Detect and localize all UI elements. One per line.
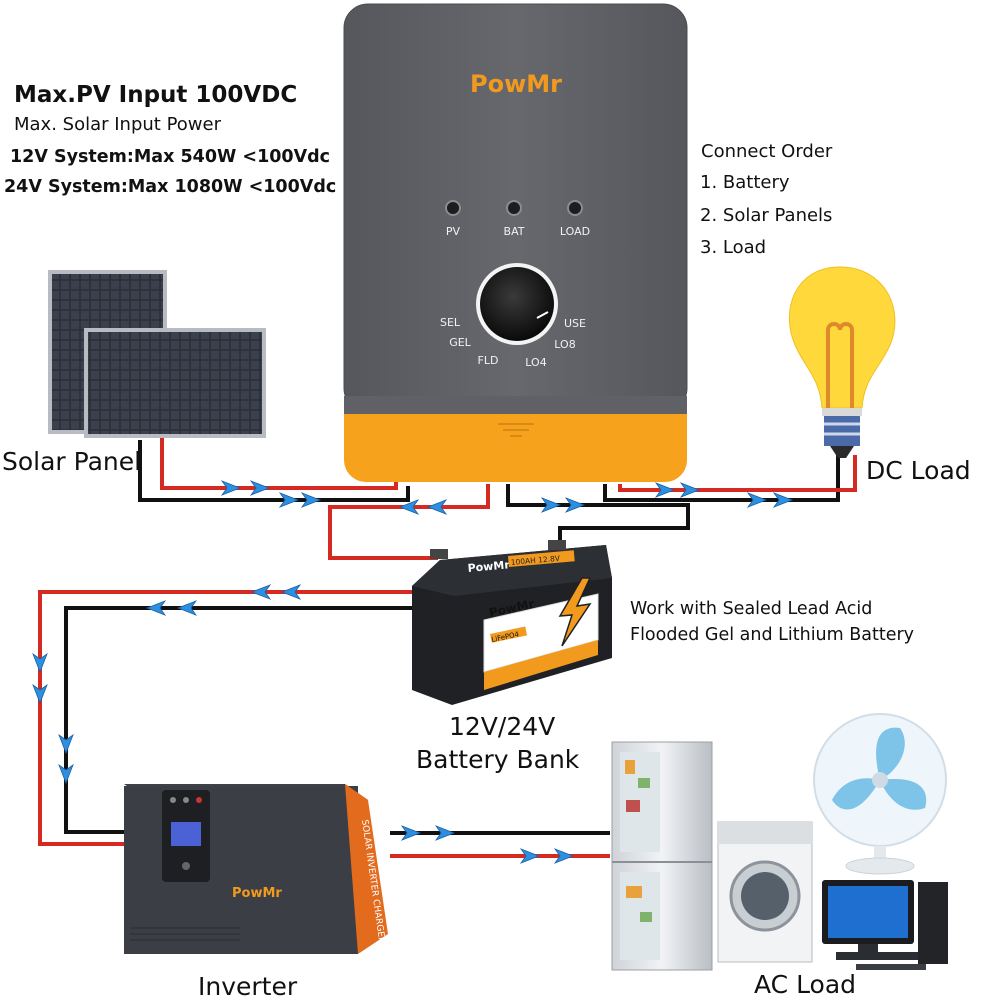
spec-12v-line: 12V System:Max 540W <100Vdc bbox=[10, 147, 331, 167]
arrow-right bbox=[300, 492, 322, 508]
inverter-brand: PowMr bbox=[232, 886, 282, 901]
wire-dc-red bbox=[618, 455, 857, 492]
computer-icon bbox=[822, 880, 948, 970]
wire-solar-red bbox=[160, 436, 398, 490]
inverter-button-icon bbox=[183, 797, 189, 803]
battery-note-line-1: Work with Sealed Lead Acid bbox=[630, 599, 873, 619]
arrow-right bbox=[564, 497, 586, 513]
battery-top-rating: 100AH 12.8V bbox=[510, 554, 561, 567]
pv-led-icon bbox=[445, 200, 461, 216]
pv-indicator-label: PV bbox=[446, 225, 461, 238]
arrow-left bbox=[250, 584, 272, 600]
vent-mark-icon bbox=[498, 423, 534, 437]
fan-icon bbox=[813, 713, 947, 875]
arrow-right bbox=[400, 825, 422, 841]
connect-order-heading: Connect Order bbox=[701, 141, 833, 162]
arrow-right bbox=[249, 480, 271, 496]
connect-order-step-3: 3. Load bbox=[700, 237, 767, 258]
bat-indicator-label: BAT bbox=[504, 225, 525, 238]
connect-order-step-2: 2. Solar Panels bbox=[700, 205, 833, 226]
arrow-right bbox=[553, 848, 575, 864]
solar-panel-label: Solar Panel bbox=[2, 447, 142, 476]
arrow-left bbox=[145, 600, 167, 616]
inverter-button-icon bbox=[196, 797, 202, 803]
solar-panel-front bbox=[84, 328, 266, 438]
arrow-right bbox=[540, 497, 562, 513]
arrow-right bbox=[519, 848, 541, 864]
battery-top-brand: PowMr bbox=[467, 558, 511, 575]
light-bulb-icon bbox=[788, 266, 896, 458]
arrow-down bbox=[32, 683, 48, 705]
ac-load-appliances bbox=[611, 713, 948, 971]
controller-brand: PowMr bbox=[470, 70, 562, 98]
battery-note-line-2: Flooded Gel and Lithium Battery bbox=[630, 625, 915, 645]
knob-label-sel: SEL bbox=[440, 316, 461, 329]
knob-label-gel: GEL bbox=[449, 336, 471, 349]
load-led-icon bbox=[567, 200, 583, 216]
spec-title: Max.PV Input 100VDC bbox=[14, 82, 298, 108]
wire-battery-red bbox=[328, 484, 490, 560]
knob-label-lo4: LO4 bbox=[525, 356, 546, 369]
knob-dial-icon bbox=[480, 267, 554, 341]
battery-label-voltage: 12V/24V bbox=[449, 712, 556, 741]
wire-inverter-red bbox=[38, 590, 440, 846]
indicator-leds: PV BAT LOAD bbox=[445, 200, 590, 238]
wire-dc-black bbox=[603, 455, 840, 502]
arrow-right bbox=[220, 480, 242, 496]
wire-solar-black bbox=[138, 440, 410, 502]
knob-label-use: USE bbox=[564, 317, 586, 330]
arrow-right bbox=[278, 492, 300, 508]
bat-led-icon bbox=[506, 200, 522, 216]
arrow-right bbox=[679, 482, 701, 498]
dc-load-label: DC Load bbox=[866, 456, 971, 485]
arrow-left bbox=[176, 600, 198, 616]
arrow-down bbox=[58, 733, 74, 755]
arrow-left bbox=[426, 499, 448, 515]
solar-panels bbox=[48, 270, 266, 438]
wire-battery-black bbox=[506, 484, 690, 546]
lightning-icon bbox=[558, 577, 592, 647]
mode-knob: SEL GEL FLD LO4 LO8 USE bbox=[440, 263, 586, 369]
arrow-right bbox=[772, 492, 794, 508]
wire-inverter-black bbox=[64, 606, 440, 834]
spec-24v-line: 24V System:Max 1080W <100Vdc bbox=[4, 177, 337, 197]
spec-subtitle: Max. Solar Input Power bbox=[14, 114, 221, 135]
charge-controller: PowMr PV BAT LOAD SEL GEL FLD LO4 LO8 US… bbox=[343, 3, 688, 482]
arrow-right bbox=[746, 492, 768, 508]
arrow-right bbox=[654, 482, 676, 498]
ac-load-label: AC Load bbox=[754, 970, 857, 999]
connect-order-step-1: 1. Battery bbox=[700, 172, 790, 193]
knob-label-fld: FLD bbox=[478, 354, 499, 367]
load-indicator-label: LOAD bbox=[560, 225, 590, 238]
flow-arrows bbox=[32, 480, 794, 864]
battery-label-bank: Battery Bank bbox=[416, 745, 580, 774]
arrow-left bbox=[280, 584, 302, 600]
inverter-lcd-screen bbox=[171, 822, 201, 846]
arrow-right bbox=[434, 825, 456, 841]
battery-bank-icon: PowMr 100AH 12.8V PowMr LiFePO4 bbox=[412, 540, 612, 705]
inverter-icon: SOLAR INVERTER CHARGER PowMr bbox=[124, 784, 388, 954]
knob-label-lo8: LO8 bbox=[554, 338, 575, 351]
arrow-down bbox=[32, 652, 48, 674]
refrigerator-icon bbox=[611, 741, 713, 971]
arrow-down bbox=[58, 763, 74, 785]
arrow-left bbox=[398, 499, 420, 515]
inverter-label: Inverter bbox=[198, 972, 298, 1001]
inverter-button-icon bbox=[170, 797, 176, 803]
washing-machine-icon bbox=[717, 821, 813, 963]
